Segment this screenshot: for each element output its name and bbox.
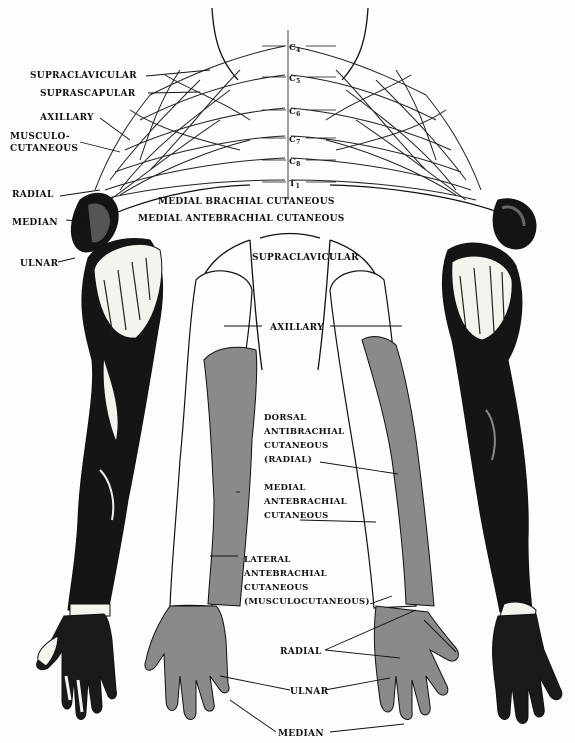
neck-outline: [212, 8, 368, 200]
plexus-left: [95, 46, 285, 200]
right-arm: [442, 243, 561, 723]
label-axillary-mid: AXILLARY: [269, 323, 324, 333]
label-medial-ante-2: ANTEBRACHIAL: [263, 497, 347, 507]
label-medial-ante-3: CUTANEOUS: [264, 511, 329, 521]
label-dorsal-4: (RADIAL): [264, 454, 312, 465]
root-label-c4: C4: [289, 43, 301, 54]
label-lateral-2: ANTEBRACHIAL: [243, 569, 327, 579]
label-musculocutaneous-2: CUTANEOUS: [10, 144, 78, 154]
root-label-t1: T1: [289, 179, 300, 190]
label-lateral-1: LATERAL: [244, 555, 291, 565]
label-supraclavicular-mid: SUPRACLAVICULAR: [252, 253, 359, 263]
label-musculocutaneous-1: MUSCULO-: [10, 132, 70, 142]
root-labels: C4 C5 C6 C7 C8 T1: [289, 43, 301, 190]
label-median-bottom: MEDIAN: [278, 729, 324, 738]
label-radial-bottom: RADIAL: [280, 647, 322, 657]
label-ulnar-top: ULNAR: [20, 259, 59, 269]
label-axillary-top: AXILLARY: [39, 113, 94, 123]
label-lateral-4: (MUSCULOCUTANEOUS): [244, 596, 370, 607]
shoulder-stump-right: [493, 199, 536, 249]
left-arm: [37, 239, 163, 720]
label-suprascapular: SUPRASCAPULAR: [40, 89, 136, 99]
label-median-top: MEDIAN: [12, 218, 58, 228]
label-lateral-3: CUTANEOUS: [244, 583, 309, 593]
label-ulnar-bottom: ULNAR: [290, 687, 329, 697]
plexus-right: [291, 46, 481, 200]
label-dorsal-3: CUTANEOUS: [264, 441, 329, 451]
middle-left-arm: [145, 271, 257, 720]
label-dorsal-1: DORSAL: [264, 413, 306, 423]
label-medial-brachial: MEDIAL BRACHIAL CUTANEOUS: [158, 197, 335, 207]
label-dorsal-2: ANTIBRACHIAL: [263, 427, 344, 437]
label-medial-ante-1: MEDIAL: [264, 483, 306, 493]
label-medial-antebrachial: MEDIAL ANTEBRACHIAL CUTANEOUS: [138, 214, 345, 224]
label-supraclavicular-top: SUPRACLAVICULAR: [30, 71, 137, 81]
label-radial-top: RADIAL: [12, 190, 54, 200]
